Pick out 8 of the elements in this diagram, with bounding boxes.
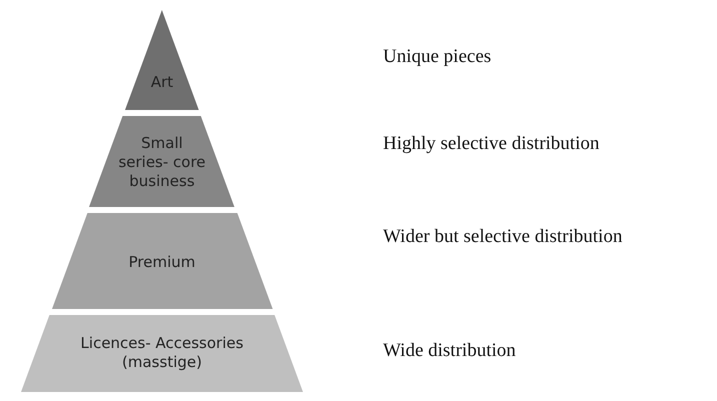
tier-description: Highly selective distribution (383, 133, 600, 155)
tier-description: Unique pieces (383, 46, 492, 68)
tier-label: Art (150, 72, 174, 92)
tier-label: Licences- Accessories (masstige) (80, 334, 244, 372)
tier-description: Wide distribution (383, 340, 516, 362)
tier-label: Small series- core business (117, 134, 207, 190)
tier-description: Wider but selective distribution (383, 226, 622, 248)
tier-label: Premium (128, 252, 196, 272)
